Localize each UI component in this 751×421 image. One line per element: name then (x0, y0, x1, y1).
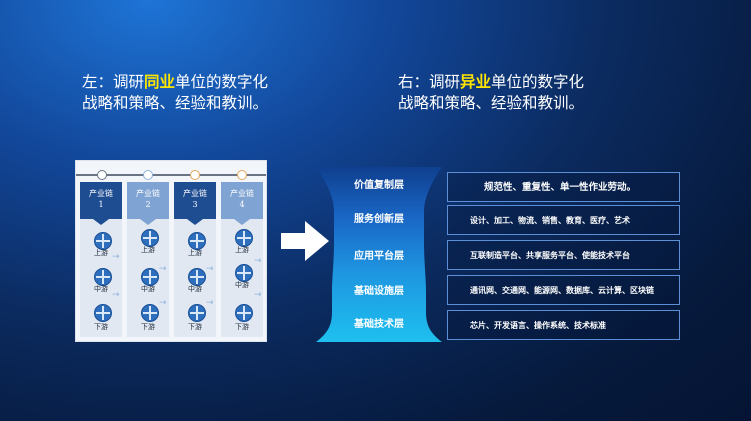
layer-desc-value-copy: 规范性、重复性、单一性作业劳动。 (447, 172, 680, 202)
funnel-shape (316, 167, 442, 342)
arrow-right-icon: → (206, 264, 214, 274)
globe-icon (188, 232, 206, 250)
stage-label: 下游 (235, 323, 249, 331)
heading-left-line2: 战略和策略、经验和教训。 (82, 94, 269, 112)
globe-icon (94, 232, 112, 250)
chain-column-header: 产业链 1 (80, 182, 122, 225)
globe-icon (94, 304, 112, 322)
layer-desc-service-innovation: 设计、加工、物流、销售、教育、医疗、艺术 (447, 205, 680, 235)
chain-dot (143, 170, 153, 180)
stage-label: 下游 (188, 323, 202, 331)
chain-dot (97, 170, 107, 180)
chain-column-header: 产业链 3 (174, 182, 216, 225)
chevron-down-icon (234, 219, 250, 225)
layer-label-service-innovation: 服务创新层 (354, 214, 404, 225)
chain-timeline (76, 174, 266, 176)
heading-left: 左：调研同业单位的数字化 战略和策略、经验和教训。 (82, 72, 268, 114)
arrow-right-icon: → (112, 290, 120, 300)
layer-funnel: 价值复制层 服务创新层 应用平台层 基础设施层 基础技术层 (316, 167, 442, 342)
arrow-right-icon: → (112, 252, 120, 262)
layer-label-infrastructure: 基础设施层 (354, 286, 404, 297)
stage-label: 上游 (141, 246, 155, 254)
globe-icon (235, 229, 253, 247)
arrow-right-icon: → (159, 298, 167, 308)
arrow-right-icon: → (254, 290, 262, 300)
stage-label: 上游 (235, 246, 249, 254)
layer-label-basic-technology: 基础技术层 (354, 319, 404, 330)
globe-icon (188, 304, 206, 322)
arrow-right-icon: → (159, 264, 167, 274)
stage-label: 中游 (235, 281, 249, 289)
stage-label: 中游 (94, 285, 108, 293)
chain-column-1: 产业链 1 上游 中游 下游 (80, 182, 122, 337)
globe-icon (235, 304, 253, 322)
globe-icon (235, 264, 253, 282)
heading-right-line2: 战略和策略、经验和教训。 (398, 94, 585, 112)
heading-left-line1: 左：调研同业单位的数字化 (82, 73, 269, 91)
highlight-yiye: 异业 (460, 73, 492, 91)
globe-icon (188, 268, 206, 286)
chain-column-header: 产业链 4 (221, 182, 263, 225)
globe-icon (141, 229, 159, 247)
stage-label: 下游 (141, 323, 155, 331)
layer-label-value-copy: 价值复制层 (354, 180, 404, 191)
chain-column-2: 产业链 2 上游 中游 下游 (127, 182, 169, 337)
layer-label-application-platform: 应用平台层 (354, 251, 404, 262)
stage-label: 下游 (94, 323, 108, 331)
heading-right: 右：调研异业单位的数字化 战略和策略、经验和教训。 (398, 72, 584, 114)
highlight-tongye: 同业 (144, 73, 176, 91)
chain-column-header: 产业链 2 (127, 182, 169, 225)
chain-column-3: 产业链 3 上游 中游 下游 (174, 182, 216, 337)
chain-column-4: 产业链 4 上游 中游 下游 (221, 182, 263, 337)
heading-right-line1: 右：调研异业单位的数字化 (398, 73, 585, 91)
layer-desc-application-platform: 互联制造平台、共享服务平台、使能技术平台 (447, 240, 680, 270)
industry-chain-diagram: 产业链 1 上游 中游 下游 → → 产业链 2 上游 中游 下游 → → 产业… (75, 160, 267, 342)
stage-label: 中游 (188, 285, 202, 293)
arrow-right-icon: → (254, 256, 262, 266)
globe-icon (141, 268, 159, 286)
layer-desc-basic-technology: 芯片、开发语言、操作系统、技术标准 (447, 310, 680, 340)
layer-desc-infrastructure: 通讯网、交通网、能源网、数据库、云计算、区块链 (447, 275, 680, 305)
arrow-right-icon: → (206, 298, 214, 308)
chain-dot (190, 170, 200, 180)
chevron-down-icon (140, 219, 156, 225)
chain-dot (237, 170, 247, 180)
stage-label: 中游 (141, 285, 155, 293)
arrow-right-icon (281, 221, 329, 261)
globe-icon (94, 268, 112, 286)
chevron-down-icon (187, 219, 203, 225)
stage-label: 上游 (94, 249, 108, 257)
chevron-down-icon (93, 219, 109, 225)
globe-icon (141, 304, 159, 322)
stage-label: 上游 (188, 249, 202, 257)
